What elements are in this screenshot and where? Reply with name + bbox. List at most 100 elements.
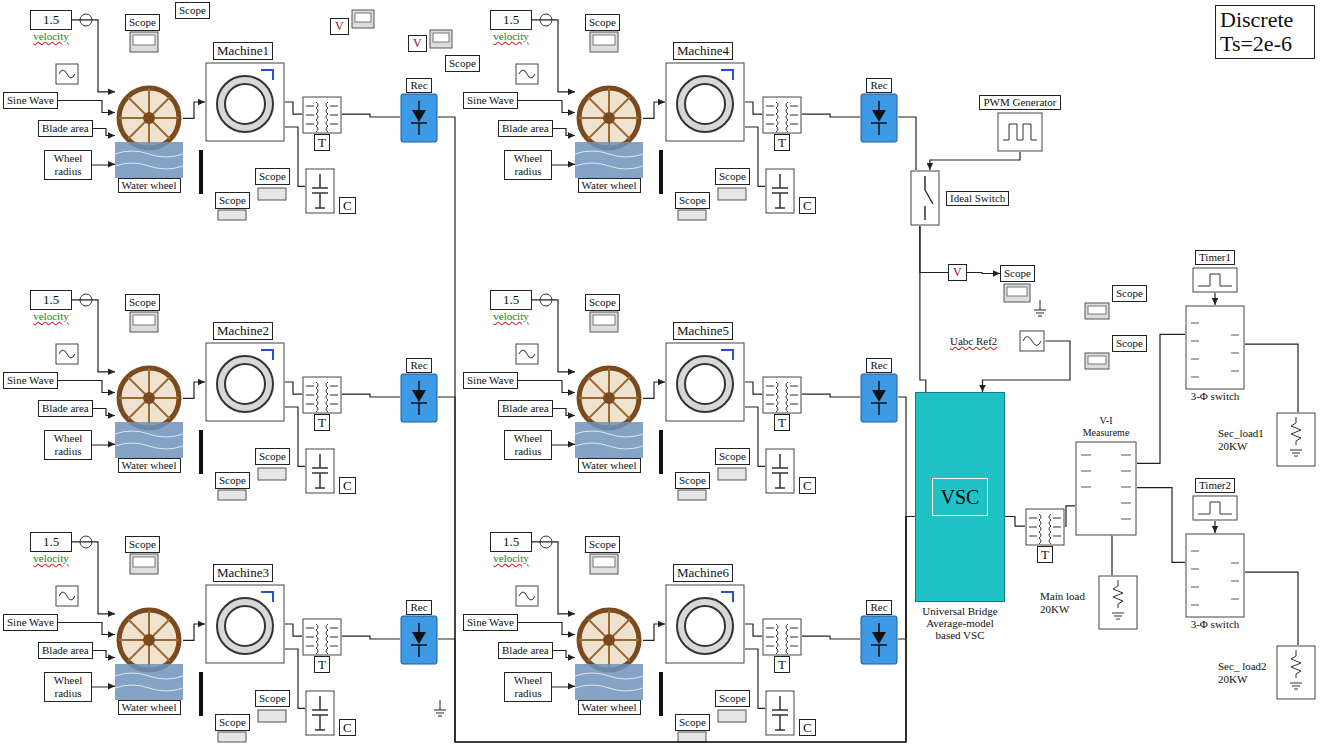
signal-connector: [967, 270, 1000, 276]
connector-line: [930, 152, 1020, 170]
constant-box: 1.5: [490, 10, 532, 30]
signal-connector: [438, 117, 915, 742]
connector-line: [532, 542, 575, 614]
block-label: C: [339, 719, 356, 736]
block-row: C: [765, 168, 816, 214]
signal-connector: [92, 161, 115, 167]
connector-line: [1245, 344, 1298, 412]
label-text: Scope: [679, 474, 706, 486]
machine-symbol: [665, 62, 745, 142]
label-text: Scope: [219, 194, 246, 206]
constant-value: 1.5: [503, 534, 519, 549]
arrowhead: [979, 385, 985, 392]
drawing-part: [666, 63, 744, 141]
water-wheel-block: Water wheel: [575, 600, 643, 715]
connector-line: [72, 542, 115, 614]
connector-line: [898, 397, 915, 517]
arrowhead: [568, 161, 575, 167]
arrowhead: [568, 132, 575, 138]
block-name: velocity: [30, 552, 72, 565]
drawing-part: [56, 294, 286, 500]
label-box: Sine Wave: [3, 372, 58, 389]
drawing-part: [579, 610, 639, 670]
drawing-part: [997, 112, 1043, 152]
drawing-part: [677, 598, 733, 654]
label-text: Scope: [179, 4, 206, 16]
drawing-part: [206, 343, 284, 421]
capacitor-block: C: [765, 168, 816, 214]
capacitor-block: C: [305, 690, 356, 736]
drawing-part: [316, 102, 328, 132]
water-wheel-block: Water wheel: [115, 358, 183, 473]
label-box: Sine Wave: [463, 372, 518, 389]
block-row: C: [305, 448, 356, 494]
switch-symbol: [910, 170, 940, 226]
drawing-part: [766, 106, 798, 124]
connector-line: [342, 394, 400, 397]
drawing-part: [412, 110, 426, 122]
arrowhead: [568, 683, 575, 689]
voltage-measurement: V: [948, 264, 967, 281]
capacitor-block: C: [765, 448, 816, 494]
label-text: Scope: [1116, 287, 1143, 299]
label-text: Scope: [129, 16, 156, 28]
drawing-part: [871, 381, 887, 415]
load-block: Sec_ load2 20KW: [1218, 645, 1318, 700]
drawing-part: [1186, 306, 1244, 389]
connector-line: [518, 101, 575, 113]
label-box: Blade area: [498, 642, 553, 659]
drawing-part: [119, 610, 179, 670]
capacitor-symbol: [305, 448, 335, 494]
drawing-part: [1277, 646, 1315, 699]
arrowhead: [568, 109, 575, 115]
arrowhead: [993, 270, 1000, 276]
label-row: T: [302, 414, 342, 431]
signal-connector: [518, 101, 575, 116]
label-box: Scope: [445, 55, 480, 72]
constant-box: 1.5: [30, 10, 72, 30]
connector-line: [438, 397, 915, 742]
label-box: Sine Wave: [3, 614, 58, 631]
signal-connector: [285, 624, 302, 636]
label-row: Water wheel: [115, 458, 183, 473]
arrowhead: [108, 109, 115, 115]
drawing-part: [115, 142, 183, 178]
signal-connector: [898, 117, 916, 170]
block-row: C: [305, 168, 356, 214]
drawing-part: [1088, 306, 1106, 314]
solver-box: Discrete Ts=2e-6: [1215, 5, 1315, 59]
drawing-part: [1039, 514, 1051, 544]
connector-line: [518, 623, 575, 635]
drawing-part: [575, 422, 643, 458]
signal-connector: [72, 300, 115, 375]
constant-block: 1.5velocity: [490, 290, 532, 323]
block-row: C: [765, 690, 816, 736]
signal-connector: [183, 621, 205, 641]
arrowhead: [108, 441, 115, 447]
block-name: velocity: [490, 552, 532, 565]
breaker-symbol: [1185, 533, 1245, 618]
drawing-part: [1185, 533, 1245, 618]
signal-connector: [920, 226, 948, 273]
arrowhead: [108, 369, 115, 375]
timer-block: Timer2: [1192, 478, 1238, 521]
signal-connector: [802, 114, 860, 117]
measurement-label: V: [953, 265, 962, 279]
drawing-part: [1023, 337, 1041, 346]
signal-connector: [92, 683, 115, 689]
transformer-block: T: [762, 618, 802, 673]
connector-line: [745, 382, 762, 394]
water-wheel-block: Water wheel: [115, 600, 183, 715]
signal-connector: [92, 441, 115, 447]
arrowhead: [108, 389, 115, 395]
converter-body: VSC: [915, 392, 1005, 602]
label-box: Scope: [715, 690, 750, 707]
arrowhead: [1212, 298, 1218, 305]
drawing-part: [776, 382, 788, 412]
drawing-part: [1193, 496, 1237, 520]
drawing-part: [115, 664, 183, 700]
signal-connector: [1212, 521, 1218, 533]
transformer-symbol: [302, 618, 342, 656]
drawing-part: [400, 93, 438, 143]
